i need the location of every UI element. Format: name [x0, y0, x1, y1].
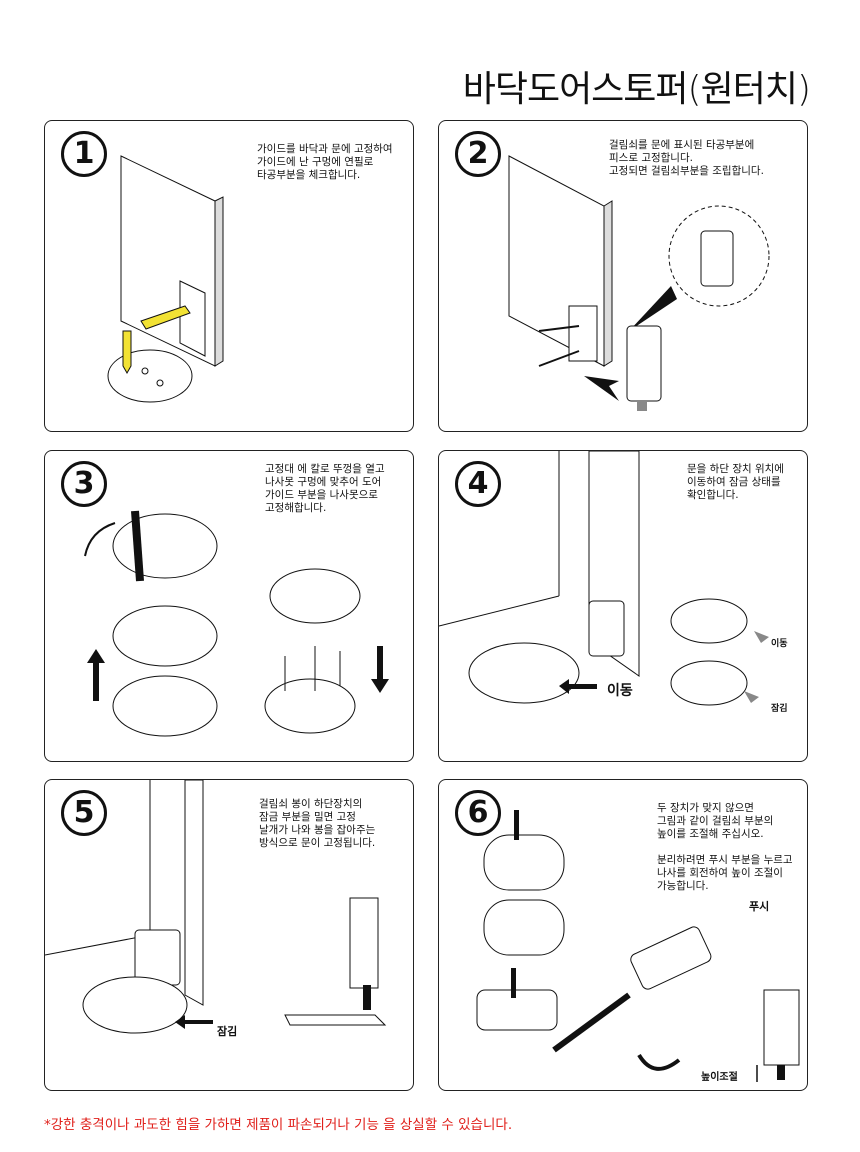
arrow-left-icon — [567, 684, 597, 689]
height-adjust-illustration — [476, 810, 800, 1082]
push-label: 푸시 — [749, 900, 770, 913]
step-2-panel: 2 걸림쇠를 문에 표시된 타공부분에 피스로 고정합니다. 고정되면 걸림쇠부… — [438, 120, 808, 432]
arrow-left-icon — [183, 1020, 213, 1024]
step-number: 6 — [455, 790, 501, 836]
step-description: 걸림쇠 봉이 하단장치의 잠금 부분을 밀면 고정 날개가 나와 봉을 잡아주는… — [259, 798, 376, 849]
move-label-small: 이동 — [771, 639, 788, 649]
step-description: 두 장치가 맞지 않으면 그림과 같이 걸림쇠 부분의 높이를 조절해 주십시오… — [657, 802, 793, 892]
step-4-panel: 4 문을 하단 장치 위치에 이동하여 잠금 상태를 확인합니다. 이동 이동 … — [438, 450, 808, 762]
move-label: 이동 — [607, 683, 633, 699]
locking-mechanism-illustration — [45, 780, 387, 1034]
step-number: 5 — [61, 790, 107, 836]
step-1-panel: 1 가이드를 바닥과 문에 고정하여 가이드에 난 구멍에 연필로 타공부분을 … — [44, 120, 414, 432]
height-adjust-label: 높이조절 — [701, 1072, 738, 1083]
lock-label-small: 잠김 — [771, 704, 788, 714]
step-description: 고정대 에 칼로 뚜껑을 열고 나사못 구멍에 맞추어 도어 가이드 부분을 나… — [265, 463, 385, 514]
step-6-panel: 6 두 장치가 맞지 않으면 그림과 같이 걸림쇠 부분의 높이를 조절해 주십… — [438, 779, 808, 1091]
step-description: 문을 하단 장치 위치에 이동하여 잠금 상태를 확인합니다. — [687, 463, 784, 501]
door-lock-check-illustration — [439, 451, 769, 706]
guide-assembly-illustration — [84, 510, 389, 737]
step-number: 1 — [61, 131, 107, 177]
pencil-icon — [140, 305, 191, 330]
stopper-mount-illustration — [508, 155, 770, 411]
pencil-icon — [122, 330, 132, 375]
step-number: 3 — [61, 461, 107, 507]
lock-label: 잠김 — [217, 1025, 238, 1038]
arrow-up-icon — [93, 661, 99, 701]
arrow-icon — [584, 376, 619, 401]
step-5-panel: 5 걸림쇠 봉이 하단장치의 잠금 부분을 밀면 고정 날개가 나와 봉을 잡아… — [44, 779, 414, 1091]
warning-footer: *강한 충격이나 과도한 힘을 가하면 제품이 파손되거나 기능 을 상실할 수… — [44, 1117, 513, 1133]
step-3-panel: 3 고정대 에 칼로 뚜껑을 열고 나사못 구멍에 맞추어 도어 가이드 부분을… — [44, 450, 414, 762]
door-guide-marking-illustration — [107, 155, 224, 403]
step-description: 가이드를 바닥과 문에 고정하여 가이드에 난 구멍에 연필로 타공부분을 체크… — [257, 143, 393, 181]
page-title: 바닥도어스토퍼(원터치) — [462, 69, 811, 110]
arrow-down-icon — [377, 646, 383, 681]
step-description: 걸림쇠를 문에 표시된 타공부분에 피스로 고정합니다. 고정되면 걸림쇠부분을… — [609, 139, 764, 177]
step-number: 4 — [455, 461, 501, 507]
step-number: 2 — [455, 131, 501, 177]
